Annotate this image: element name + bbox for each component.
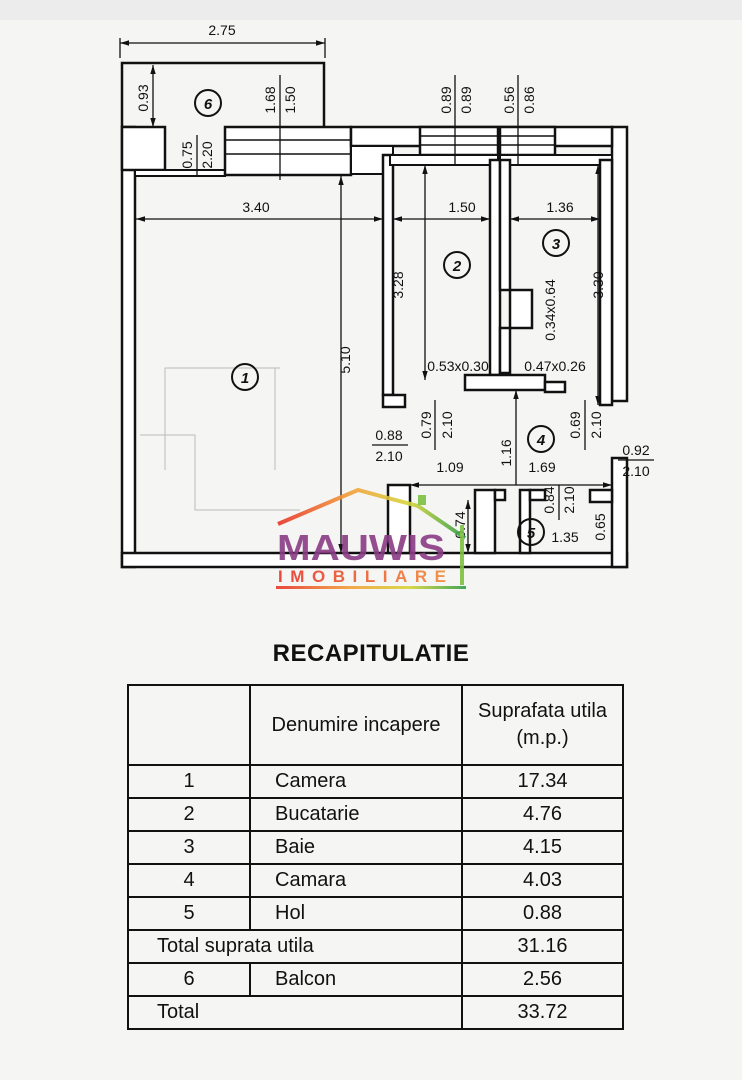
dim-label: 0.65 bbox=[592, 513, 608, 540]
dim-label: 1.69 bbox=[528, 459, 555, 475]
dim-label: 0.93 bbox=[135, 84, 151, 111]
svg-text:1: 1 bbox=[241, 370, 249, 387]
header-area: Suprafata utila (m.p.) bbox=[461, 684, 624, 766]
floor-plan: 6 2 3 1 4 5 2.75 0.93 1.68 1.50 0.75 2.2… bbox=[119, 22, 654, 589]
dim-label: 2.20 bbox=[199, 141, 215, 168]
dim-label: 3.30 bbox=[590, 271, 606, 298]
svg-text:5: 5 bbox=[527, 525, 536, 542]
room-markers: 6 2 3 1 4 5 bbox=[194, 89, 570, 546]
dim-label: 5.10 bbox=[337, 346, 353, 373]
mauwis-logo: MAUWIS IMOBILIARE bbox=[276, 487, 467, 589]
top-band bbox=[0, 0, 742, 20]
dim-label: 0.69 bbox=[567, 411, 583, 438]
dim-label: 1.35 bbox=[551, 529, 578, 545]
room-marker-5: 5 bbox=[517, 518, 545, 546]
walls bbox=[120, 61, 629, 569]
dimension-labels: 2.75 0.93 1.68 1.50 0.75 2.20 0.89 0.89 … bbox=[135, 22, 650, 545]
window-lines bbox=[225, 135, 555, 155]
svg-text:MAUWIS: MAUWIS bbox=[277, 527, 445, 568]
dim-label: 0.56 bbox=[501, 86, 517, 113]
room-marker-3: 3 bbox=[542, 229, 570, 257]
recap-title: RECAPITULATIE bbox=[272, 640, 470, 667]
svg-text:4: 4 bbox=[536, 432, 546, 449]
dim-label: 2.10 bbox=[561, 486, 577, 513]
dim-label: 0.79 bbox=[418, 411, 434, 438]
svg-text:2: 2 bbox=[452, 258, 462, 275]
dim-label: 1.09 bbox=[436, 459, 463, 475]
dim-label: 1.68 bbox=[262, 86, 278, 113]
dim-label: 0.53x0.30 bbox=[427, 358, 489, 374]
table-header-row: Denumire incapere Suprafata utila (m.p.) bbox=[127, 684, 624, 766]
dim-label: 2.10 bbox=[375, 448, 402, 464]
header-room-name: Denumire incapere bbox=[249, 684, 463, 766]
dim-label: 2.10 bbox=[588, 411, 604, 438]
dim-label: 0.92 bbox=[622, 442, 649, 458]
room-marker-2: 2 bbox=[443, 251, 471, 279]
dim-label: 2.10 bbox=[622, 463, 649, 479]
dim-label: 0.34x0.64 bbox=[542, 279, 558, 341]
dim-label: 0.89 bbox=[458, 86, 474, 113]
dim-label: 1.50 bbox=[282, 86, 298, 113]
svg-text:6: 6 bbox=[204, 96, 213, 113]
dimension-lines bbox=[119, 38, 654, 553]
dim-label: 3.40 bbox=[242, 199, 269, 215]
dim-label: 0.84 bbox=[541, 486, 557, 513]
dim-label: 2.10 bbox=[439, 411, 455, 438]
dim-label: 1.16 bbox=[498, 439, 514, 466]
room-marker-1: 1 bbox=[231, 363, 259, 391]
svg-text:IMOBILIARE: IMOBILIARE bbox=[278, 567, 446, 586]
dim-label: 2.75 bbox=[208, 22, 235, 38]
room-marker-6: 6 bbox=[194, 89, 222, 117]
dim-label: 0.89 bbox=[438, 86, 454, 113]
recap-table: Denumire incapere Suprafata utila (m.p.)… bbox=[127, 684, 624, 1030]
dim-label: 1.50 bbox=[448, 199, 475, 215]
dim-label: 0.47x0.26 bbox=[524, 358, 586, 374]
furniture-sketch bbox=[140, 367, 300, 511]
dim-label: 0.75 bbox=[179, 141, 195, 168]
dim-label: 1.36 bbox=[546, 199, 573, 215]
room-marker-4: 4 bbox=[527, 425, 555, 453]
dim-label: 0.86 bbox=[521, 86, 537, 113]
svg-text:3: 3 bbox=[552, 236, 561, 253]
dim-label: 0.88 bbox=[375, 427, 402, 443]
dim-label: 3.28 bbox=[390, 271, 406, 298]
